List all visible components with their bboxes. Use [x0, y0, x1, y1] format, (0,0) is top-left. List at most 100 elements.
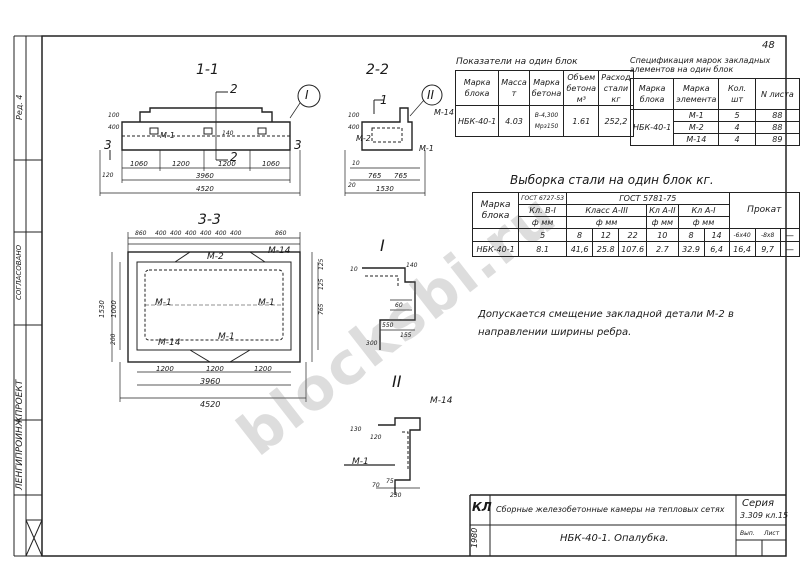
mark-m2-plan: М-2: [207, 252, 224, 262]
spec-th-element: Марка элемента: [673, 78, 720, 110]
mark-m2-s22: М-2: [356, 134, 371, 143]
side-company: ЛЕНГИПРОИНЖПРОЕКТ: [15, 379, 25, 490]
steel-row-8: 9,7: [754, 241, 781, 257]
side-stamp-top: Ред. 4: [15, 94, 24, 120]
spec-table: Марка блока Марка элемента Кол. шт N лис…: [629, 78, 800, 146]
dim-22-w1: 10: [352, 160, 360, 167]
dim-II-d: 230: [390, 492, 402, 499]
block-td-concrete: В-4,300 Мрз150: [528, 105, 565, 137]
node-I-callout: I: [305, 88, 309, 102]
dim-11-h1: 100: [108, 112, 120, 119]
steel-diam-3: 22: [618, 228, 648, 242]
dim-II-c: 75: [386, 478, 394, 485]
steel-th-diam-3: ф мм: [677, 216, 730, 229]
spec-th-mark: Марка блока: [629, 78, 675, 110]
steel-row-2: 25.8: [592, 241, 620, 257]
spec-th-qty: Кол. шт: [718, 78, 756, 110]
steel-th-col1: Класс А-III: [566, 204, 648, 217]
dim-22-e: 20: [348, 182, 356, 189]
dim-II-e: 70: [372, 482, 380, 489]
dim-I-a: 10: [350, 266, 358, 273]
dim-I-c: 550: [382, 322, 394, 329]
section-3-3-label: 3-3: [198, 212, 221, 228]
title-block-series-label: Серия: [742, 498, 774, 509]
block-th-concrete: Марка бетона: [528, 70, 565, 106]
cut-3-left: 3: [104, 138, 112, 152]
spec-td-sheet-1: 88: [754, 121, 800, 134]
dim-33-top-0: 860: [135, 230, 147, 237]
dim-11-e: 120: [102, 172, 114, 179]
dim-33-right-0: 125: [318, 258, 325, 270]
steel-row-mark: НБК-40-1: [471, 241, 520, 257]
steel-th-diam-2: ф мм: [646, 216, 679, 229]
title-block-series: 3.309 кл.15: [740, 511, 789, 520]
steel-th-diam-1: ф мм: [566, 216, 648, 229]
dim-33-top-3: 400: [185, 230, 197, 237]
block-td-mass: 4.03: [498, 105, 530, 137]
section-2-2-label: 2-2: [366, 62, 389, 78]
block-table-title: Показатели на один блок: [456, 57, 578, 67]
node-II-callout: II: [427, 88, 435, 102]
steel-th-gost1: ГОСТ 5781-75: [566, 192, 730, 205]
title-block-kl: КЛ: [472, 500, 492, 514]
dim-33-right-2: 765: [318, 303, 325, 315]
cut-2-top: 2: [230, 82, 238, 96]
cut-2-bottom: 2: [230, 150, 238, 164]
dim-11-h2: 400: [108, 124, 120, 131]
dim-33-left-0: 1530: [98, 300, 106, 318]
title-block-sheet: Лист: [764, 530, 780, 537]
cut-1-mark: 1: [380, 93, 388, 107]
dim-11-c: 1200: [218, 160, 236, 168]
steel-row-7: 16,4: [728, 241, 756, 257]
steel-row-6: 6,4: [703, 241, 730, 257]
dim-33-top-4: 400: [200, 230, 212, 237]
steel-row-9: —: [779, 241, 800, 257]
block-th-mark: Марка блока: [454, 70, 500, 106]
drawing-note: Допускается смещение закладной детали М-…: [478, 309, 734, 338]
dim-33-inner: 3960: [200, 377, 221, 386]
spec-td-el-1: М-2: [673, 121, 720, 134]
block-td-volume: 1.61: [563, 105, 600, 137]
dim-22-total: 1530: [376, 185, 394, 193]
title-block-issue: Вып.: [740, 530, 755, 537]
cut-3-right: 3: [294, 138, 302, 152]
steel-row-3: 107.6: [618, 241, 648, 257]
mark-m1-plan-bottom: М-1: [218, 332, 235, 342]
block-th-volume: Объем бетона м³: [563, 70, 600, 106]
steel-diam-2: 12: [592, 228, 620, 242]
dim-22-h2: 400: [348, 124, 360, 131]
dim-33-left-1: 1000: [110, 300, 118, 318]
spec-table-title: Спецификация марок закладных элементов н…: [630, 56, 771, 74]
mark-m14-s22: М-14: [434, 108, 454, 117]
dim-33-left-2: 200: [110, 333, 117, 345]
steel-diam-5: 8: [677, 228, 705, 242]
block-table: Марка блока Масса т Марка бетона Объем б…: [454, 70, 634, 137]
dim-11-inner: 3960: [196, 172, 214, 180]
spec-td-qty-2: 4: [718, 133, 756, 146]
node-II-title: II: [392, 372, 402, 391]
dim-33-top-7: 860: [275, 230, 287, 237]
spec-td-qty-0: 5: [718, 109, 756, 122]
steel-diam-4: 10: [646, 228, 679, 242]
steel-th-col0: Кл. В-I: [518, 204, 568, 217]
steel-diam-0: 5: [518, 228, 568, 242]
mark-m1-plan-right: М-1: [258, 298, 275, 308]
dim-33-top-2: 400: [170, 230, 182, 237]
dim-11-a: 1060: [130, 160, 148, 168]
dim-II-a: 130: [350, 426, 362, 433]
block-td-steel: 252,2: [598, 105, 634, 137]
spec-td-el-0: М-1: [673, 109, 720, 122]
title-block-sheet-title: НБК-40-1. Опалубка.: [560, 533, 669, 544]
dim-11-b: 1200: [172, 160, 190, 168]
mark-m1-plan-left: М-1: [155, 298, 172, 308]
dim-II-b: 120: [370, 434, 382, 441]
dim-11-d: 1060: [262, 160, 280, 168]
steel-th-col3: Кл А-I: [677, 204, 730, 217]
steel-row-5: 32.9: [677, 241, 705, 257]
block-th-steel: Расход стали кг: [598, 70, 634, 106]
dim-33-top-1: 400: [155, 230, 167, 237]
mark-m1-nodeII: М-1: [352, 457, 369, 467]
steel-row-1: 41,6: [566, 241, 594, 257]
steel-th-rolled: Прокат: [728, 192, 800, 229]
